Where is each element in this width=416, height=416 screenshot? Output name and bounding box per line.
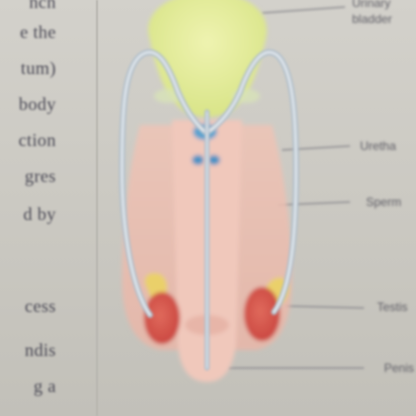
leader-line-bladder [261, 6, 346, 14]
text-line: d by [23, 204, 56, 224]
testis-right [244, 287, 280, 341]
label-sperm-duct: Sperm [366, 195, 402, 209]
text-line: body [18, 94, 56, 114]
text-line: g a [33, 376, 56, 396]
text-line: ction [18, 130, 56, 150]
text-line: e the [20, 22, 56, 42]
text-line: gres [24, 166, 56, 186]
label-urinary-bladder-line2: bladder [352, 12, 393, 26]
text-line: ndis [24, 340, 56, 360]
sperm-duct-right-highlight [207, 51, 298, 313]
label-urethra: Uretha [360, 139, 397, 153]
testis-left [144, 292, 180, 344]
label-testis: Testis [377, 300, 408, 314]
text-line: ncn [29, 0, 56, 12]
label-urinary-bladder-line1: Urinary [352, 0, 391, 10]
leader-line-sperm-duct [277, 201, 351, 206]
leader-line-testis [284, 305, 365, 309]
sperm-duct-left-highlight [120, 51, 206, 316]
text-line: cess [24, 296, 56, 316]
body-text-column: ncn e the tum) body ction gres d by cess… [0, 0, 86, 416]
column-divider [96, 0, 98, 416]
text-line: tum) [20, 58, 56, 78]
label-penis: Penis [384, 361, 415, 375]
bulbourethral-gland-left [192, 155, 204, 165]
bulbourethral-gland-right [208, 155, 220, 165]
